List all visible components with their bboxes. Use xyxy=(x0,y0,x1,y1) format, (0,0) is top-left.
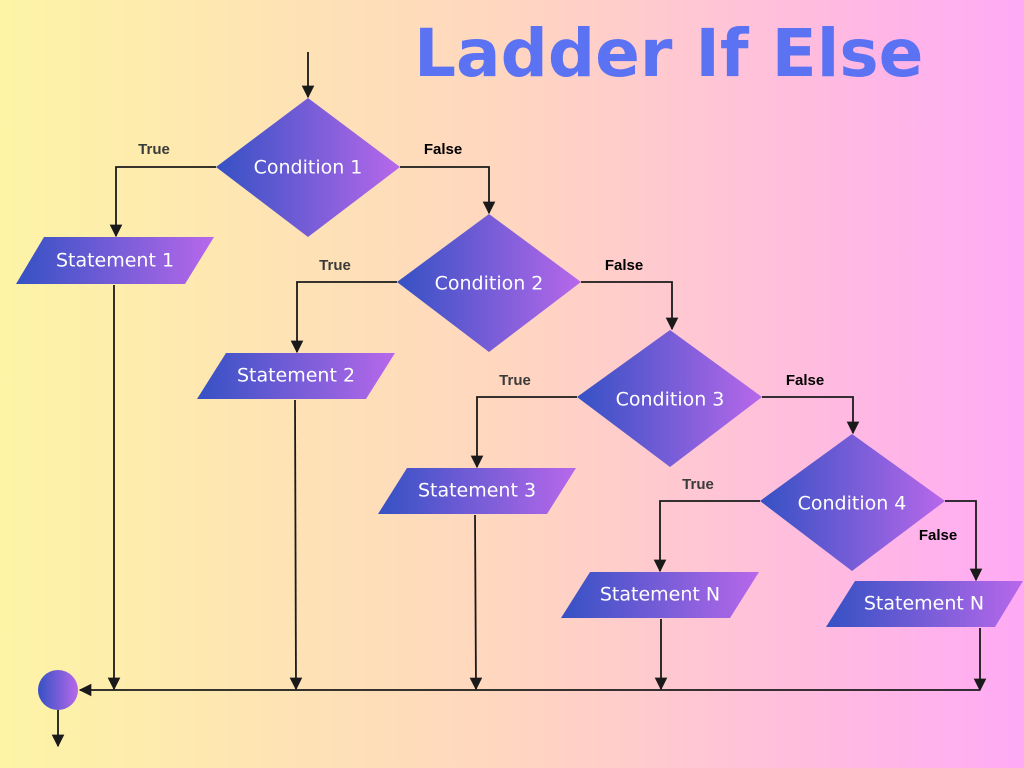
drop-statement-3 xyxy=(469,514,483,691)
statement-n-right-node: Statement N xyxy=(826,581,1023,627)
false-label-condition-1: False xyxy=(424,141,462,158)
false-label-condition-2: False xyxy=(605,257,643,274)
edge-condition-4-true xyxy=(653,500,760,573)
condition-3-label: Condition 3 xyxy=(616,389,725,411)
true-label-condition-4: True xyxy=(682,476,714,493)
false-label-condition-3: False xyxy=(786,372,824,389)
true-label-condition-2: True xyxy=(319,257,351,274)
statement-3-node: Statement 3 xyxy=(378,468,576,514)
edge-condition-1-false xyxy=(400,166,496,215)
condition-3-node: Condition 3 xyxy=(577,330,762,467)
edge-condition-1-true xyxy=(109,166,216,238)
statement-1-node: Statement 1 xyxy=(16,237,214,284)
statement-n-left-label: Statement N xyxy=(600,584,720,606)
condition-1-label: Condition 1 xyxy=(254,157,363,179)
statement-2-label: Statement 2 xyxy=(237,365,355,387)
edge-condition-3-false xyxy=(762,396,860,435)
statement-1-label: Statement 1 xyxy=(56,250,174,272)
edge-condition-2-false xyxy=(581,281,679,331)
false-label-condition-4: False xyxy=(919,527,957,544)
true-label-condition-1: True xyxy=(138,141,170,158)
condition-4-node: Condition 4 xyxy=(760,434,945,571)
terminal-connector xyxy=(38,670,78,710)
condition-2-label: Condition 2 xyxy=(435,273,544,295)
statement-2-node: Statement 2 xyxy=(197,353,395,399)
condition-4-label: Condition 4 xyxy=(798,493,907,515)
drop-statement-2 xyxy=(289,399,303,691)
condition-1-node: Condition 1 xyxy=(216,98,400,237)
edge-condition-2-true xyxy=(290,281,397,354)
true-label-condition-3: True xyxy=(499,372,531,389)
statement-n-right-label: Statement N xyxy=(864,593,984,615)
diagram-title: Ladder If Else xyxy=(414,15,924,92)
condition-2-node: Condition 2 xyxy=(397,214,581,352)
edge-condition-4-false xyxy=(945,500,983,582)
statement-3-label: Statement 3 xyxy=(418,480,536,502)
statement-n-left-node: Statement N xyxy=(561,572,759,618)
edge-condition-3-true xyxy=(470,396,577,469)
